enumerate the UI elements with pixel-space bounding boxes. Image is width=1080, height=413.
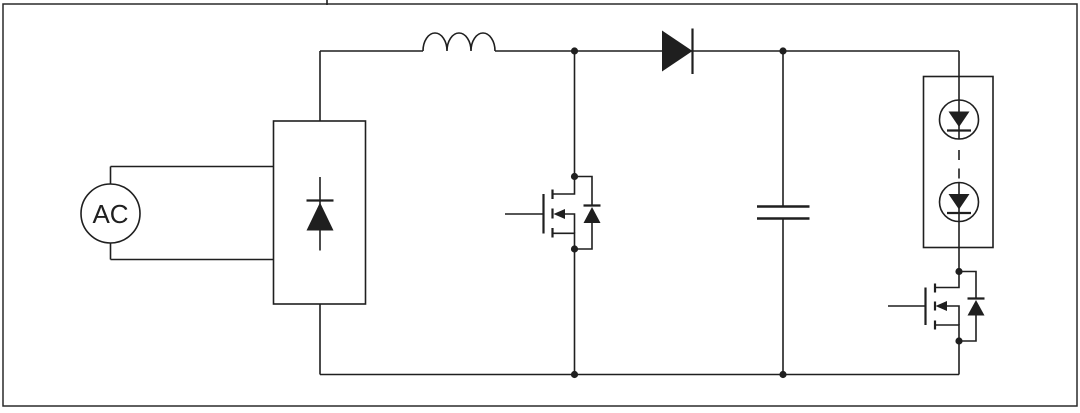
boost-switch-mosfet <box>505 172 601 253</box>
ac-source: AC <box>80 165 274 261</box>
bridge-rectifier <box>306 177 334 251</box>
wiring <box>319 47 960 379</box>
boost-diode <box>662 28 694 74</box>
led-circle <box>938 181 980 223</box>
figure-border <box>2 3 1078 407</box>
body-diode-bottom-lead <box>959 315 977 342</box>
body-lead <box>564 213 576 234</box>
source-lead <box>935 324 960 341</box>
filter-inductor <box>422 32 496 52</box>
ac-source-label: AC <box>92 199 128 229</box>
junction-dot <box>570 47 579 55</box>
drain-lead <box>552 176 576 195</box>
source-lead <box>552 232 576 249</box>
boost-diode-triangle-icon <box>662 30 693 72</box>
led-switch-mosfet <box>888 267 985 345</box>
body-diode-top-lead <box>574 175 593 206</box>
junction-dot <box>570 370 579 379</box>
output-capacitor <box>757 205 810 220</box>
led-triangle-icon <box>948 111 970 127</box>
body-diode-triangle-icon <box>967 300 985 316</box>
body-arrow-icon <box>553 209 565 219</box>
led-circle <box>938 99 980 140</box>
led-triangle-icon <box>948 194 970 210</box>
drain-lead <box>935 271 960 289</box>
body-arrow-icon <box>935 301 947 311</box>
bridge-diode-triangle-icon <box>306 202 334 231</box>
inductor-coil-icon <box>422 32 496 52</box>
body-diode-top-lead <box>959 270 977 299</box>
ac-source-circle <box>80 183 141 244</box>
body-diode-bottom-lead <box>574 223 593 250</box>
junction-dot <box>779 47 787 55</box>
junction-dot <box>779 370 787 379</box>
led-string <box>938 99 980 223</box>
body-lead <box>946 305 960 325</box>
body-diode-triangle-icon <box>583 207 601 223</box>
